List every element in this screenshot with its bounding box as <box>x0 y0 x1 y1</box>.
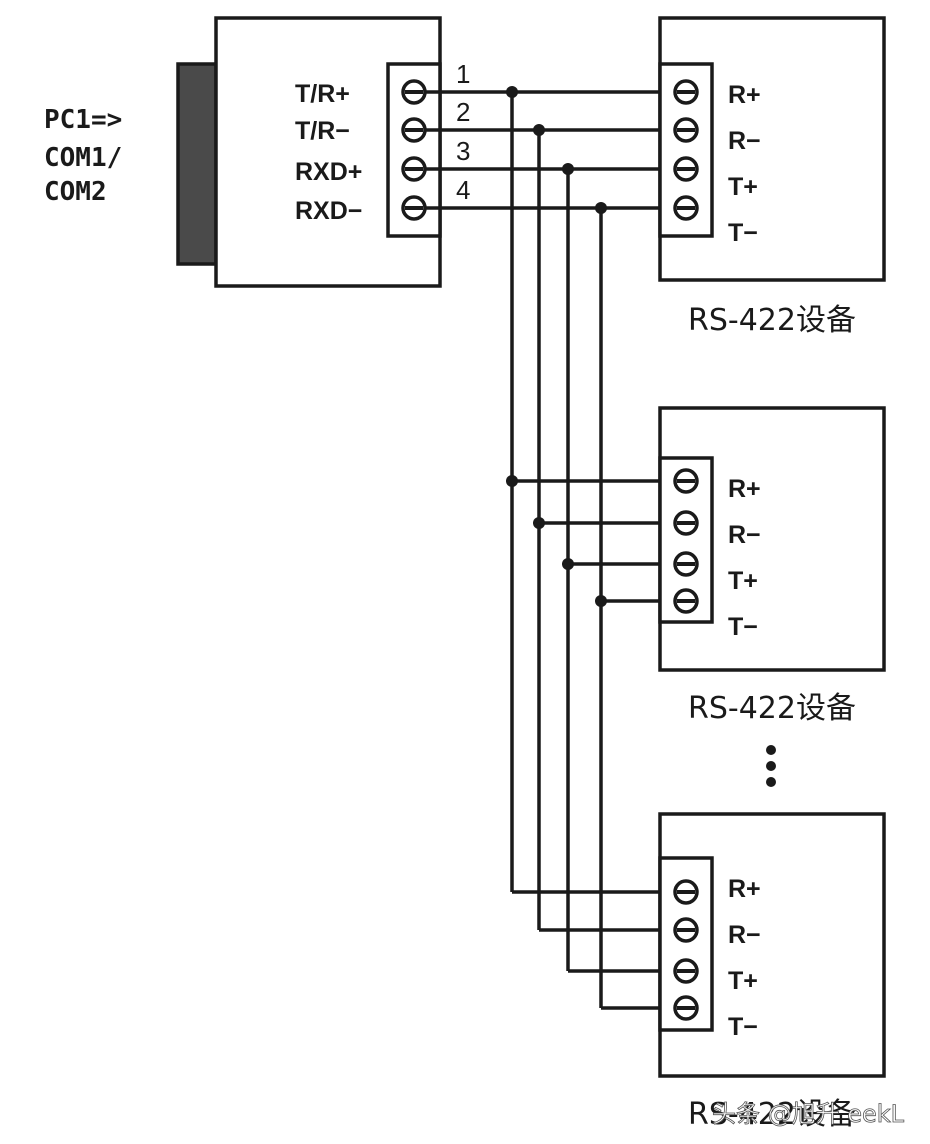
pc-label-line1: PC1=> <box>44 105 122 135</box>
junction-dot <box>506 475 518 487</box>
wire-number: 1 <box>456 59 470 89</box>
wire-number: 2 <box>456 97 470 127</box>
device-pin-label: R+ <box>728 475 761 503</box>
wire-number: 3 <box>456 136 470 166</box>
device-pin-label: T− <box>728 613 758 641</box>
device-pin-label: T− <box>728 219 758 247</box>
device-title: RS-422设备 <box>688 1097 856 1132</box>
junction-dot <box>562 558 574 570</box>
junction-dot <box>533 517 545 529</box>
pc-connector-plug <box>176 62 218 266</box>
converter-pin-label: RXD+ <box>295 158 362 186</box>
vertical-ellipsis-icon <box>766 745 776 787</box>
pc-label-line2: COM1/ <box>44 143 122 173</box>
device-pin-label: T+ <box>728 567 758 595</box>
junction-dot <box>506 86 518 98</box>
device-pin-label: R− <box>728 127 761 155</box>
ellipsis-dot <box>766 761 776 771</box>
device-pin-label: R− <box>728 921 761 949</box>
device-pin-label: R+ <box>728 81 761 109</box>
device-pin-label: T+ <box>728 967 758 995</box>
pc-label-line3: COM2 <box>44 177 107 207</box>
junction-dot <box>562 163 574 175</box>
device-pin-label: T− <box>728 1013 758 1041</box>
junction-dot <box>595 202 607 214</box>
junction-dot <box>533 124 545 136</box>
converter-pin-label: RXD− <box>295 197 362 225</box>
device-pin-label: R− <box>728 521 761 549</box>
junction-dot <box>595 595 607 607</box>
wire-number: 4 <box>456 175 470 205</box>
converter-pin-label: T/R+ <box>295 80 350 108</box>
device-title: RS-422设备 <box>688 303 856 338</box>
device-pin-label: R+ <box>728 875 761 903</box>
ellipsis-dot <box>766 777 776 787</box>
ellipsis-dot <box>766 745 776 755</box>
device-pin-label: T+ <box>728 173 758 201</box>
watermark: 头条 @旭升 eekL <box>712 1100 905 1128</box>
device-title: RS-422设备 <box>688 691 856 726</box>
converter-pin-label: T/R− <box>295 117 350 145</box>
